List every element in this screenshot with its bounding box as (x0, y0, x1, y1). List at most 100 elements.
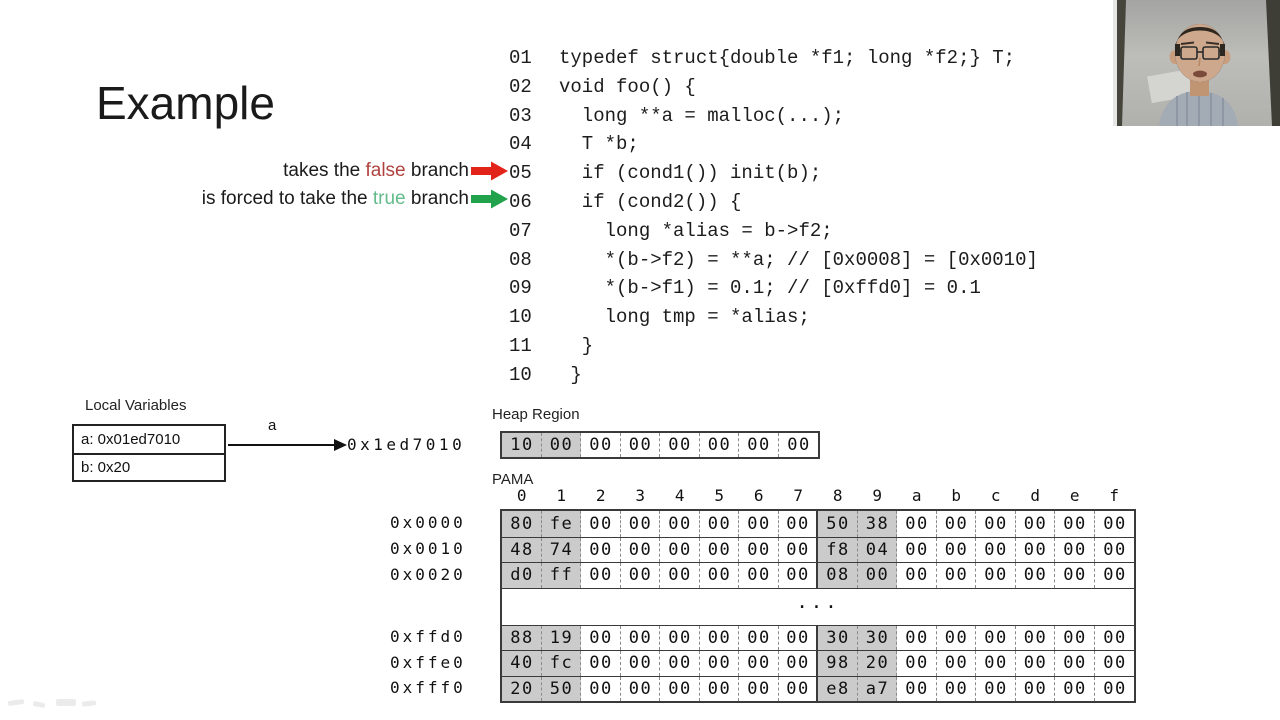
watermark-mark (7, 698, 25, 707)
annotation-line: takes the false branch (283, 157, 508, 185)
code-text: *(b->f1) = 0.1; // [0xffd0] = 0.1 (559, 277, 981, 300)
watermark-mark (81, 700, 97, 707)
pama-byte-cell: 98 (818, 651, 858, 676)
local-variable-row: b: 0x20 (74, 453, 224, 480)
pama-byte-cell: 00 (937, 537, 976, 562)
pama-column-header: 4 (674, 486, 685, 505)
pama-byte-cell: 00 (1055, 511, 1095, 537)
pama-byte-cell: 00 (621, 511, 660, 537)
pama-byte-cell: 00 (897, 511, 937, 537)
pama-byte-cell: 00 (897, 651, 937, 676)
pama-byte-cell: 00 (660, 563, 700, 588)
heap-region-title: Heap Region (492, 406, 580, 423)
pama-byte-cell: 00 (897, 563, 937, 588)
code-text: if (cond1()) init(b); (559, 162, 822, 185)
pama-byte-cell: 00 (1055, 563, 1095, 588)
pama-byte-cell: 00 (1016, 563, 1055, 588)
pama-byte-cell: 00 (700, 676, 739, 701)
pama-byte-cell: 00 (976, 537, 1016, 562)
heap-byte-cell: 00 (739, 433, 779, 457)
pama-byte-cell: 00 (739, 537, 779, 562)
pama-byte-cell: 00 (976, 625, 1016, 650)
local-variable-row: a: 0x01ed7010 (81, 431, 181, 448)
pama-byte-cell: 40 (502, 651, 542, 676)
pama-byte-cell: 38 (857, 511, 897, 537)
row-label-spacer (390, 587, 466, 624)
line-number: 11 (509, 334, 532, 357)
code-text: void foo() { (559, 75, 696, 98)
heap-byte-cell: 00 (660, 433, 700, 457)
pama-byte-cell: 00 (1103, 627, 1127, 648)
pama-byte-cell: 00 (779, 537, 818, 562)
pama-byte-cell: 00 (581, 651, 621, 676)
pama-byte-cell: 00 (1103, 565, 1127, 586)
heap-byte-cell: 00 (700, 433, 739, 457)
pama-byte-cell: 00 (581, 625, 621, 650)
pama-byte-cell: a7 (857, 676, 897, 701)
pama-byte-cell: d0 (502, 563, 542, 588)
code-line: 11 } (509, 332, 1038, 361)
pama-byte-cell: 00 (1016, 651, 1055, 676)
pama-byte-cell: 00 (581, 563, 621, 588)
pama-byte-cell: fe (541, 511, 581, 537)
pama-byte-cell: 00 (700, 563, 739, 588)
pama-byte-cell: 30 (857, 625, 897, 650)
branch-word: true (372, 188, 406, 209)
pama-byte-cell: f8 (818, 537, 858, 562)
heap-byte-cell: 00 (541, 433, 581, 457)
code-line: 04 T *b; (509, 130, 1038, 159)
code-text: if (cond2()) { (559, 190, 742, 213)
code-line: 09 *(b->f1) = 0.1; // [0xffd0] = 0.1 (509, 274, 1038, 303)
code-line: 10 } (509, 361, 1038, 390)
pama-byte-cell: 00 (700, 511, 739, 537)
pama-byte-cell: 00 (1055, 676, 1095, 701)
pama-byte-cell: 00 (1016, 511, 1055, 537)
pama-byte-cell: 00 (1016, 625, 1055, 650)
line-number: 06 (509, 190, 532, 213)
line-number: 04 (509, 133, 532, 156)
pama-byte-cell: 00 (1055, 537, 1095, 562)
pama-byte-cell: 00 (660, 651, 700, 676)
page-title: Example (96, 77, 275, 129)
ellipsis-text: ... (796, 590, 840, 613)
presenter-illustration (1113, 0, 1280, 126)
pama-column-header: 7 (793, 486, 804, 505)
pama-byte-cell: 00 (621, 625, 660, 650)
pama-byte-cell: 74 (541, 537, 581, 562)
row-label: 0x0020 (390, 564, 466, 584)
code-text: long tmp = *alias; (559, 306, 810, 329)
pama-column-header: c (990, 486, 1001, 505)
code-line: 06 if (cond2()) { (509, 188, 1038, 217)
local-variables-box: a: 0x01ed7010 b: 0x20 (72, 424, 226, 482)
line-number: 05 (509, 162, 532, 185)
row-label: 0xfff0 (390, 678, 466, 698)
watermark-mark (56, 699, 76, 706)
pama-byte-cell: 00 (937, 625, 976, 650)
annotation-suffix: branch (405, 160, 469, 181)
annotation-prefix: takes the (283, 160, 366, 181)
pama-byte-cell: 00 (937, 676, 976, 701)
pama-byte-cell: 00 (937, 651, 976, 676)
pama-byte-cell: 00 (1103, 678, 1127, 699)
annotation-prefix: is forced to take the (201, 188, 373, 209)
pama-byte-cell: 00 (1016, 537, 1055, 562)
pama-column-header: 1 (556, 486, 567, 505)
pama-byte-cell: 00 (1103, 539, 1127, 560)
pama-byte-cell: 00 (937, 563, 976, 588)
pama-byte-cell: 00 (779, 625, 818, 650)
pama-byte-cell: 00 (1103, 513, 1127, 534)
pama-column-header: 3 (635, 486, 646, 505)
code-text: T *b; (559, 133, 639, 156)
pama-byte-cell: 00 (779, 563, 818, 588)
code-text: long *alias = b->f2; (559, 219, 833, 242)
pama-byte-cell: 00 (621, 651, 660, 676)
pama-byte-cell: 80 (502, 511, 542, 537)
pama-byte-cell: 00 (779, 676, 818, 701)
line-number: 10 (509, 363, 532, 386)
pama-byte-cell: 00 (700, 537, 739, 562)
false-branch-arrow-icon (471, 159, 508, 183)
